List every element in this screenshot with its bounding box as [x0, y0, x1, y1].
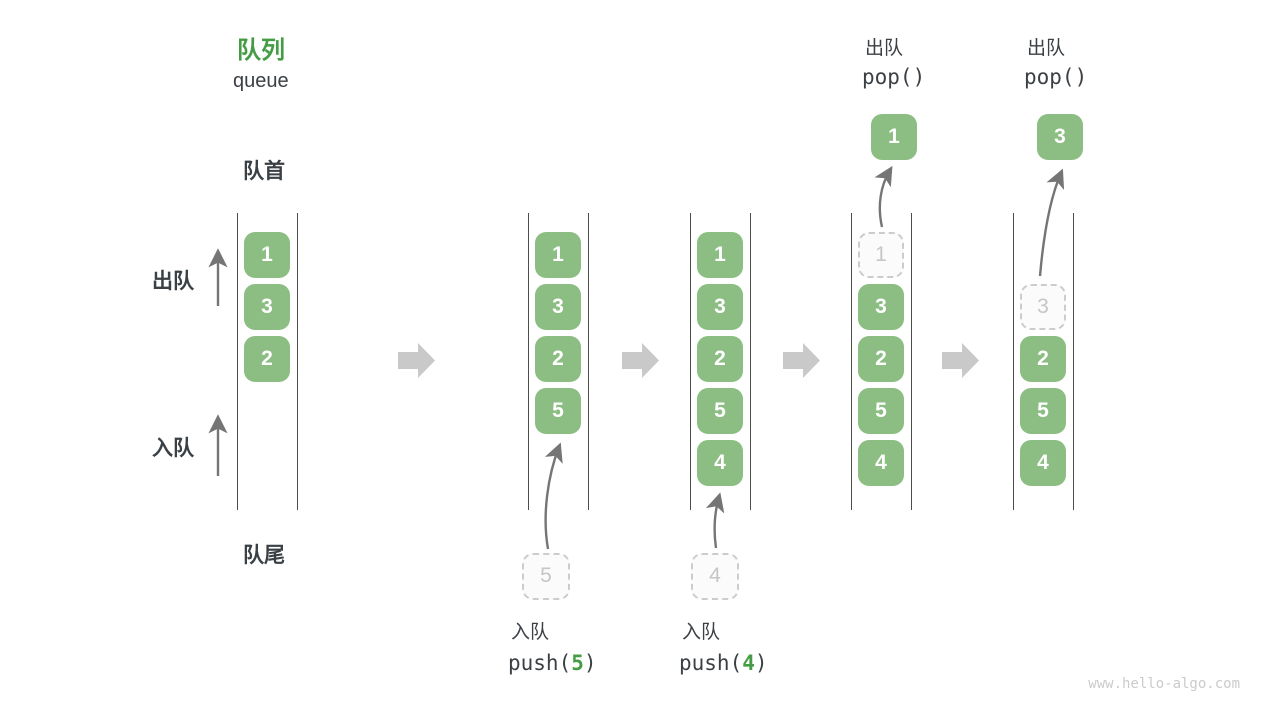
code-arg: 5	[571, 651, 584, 675]
code-text: push(	[679, 651, 743, 675]
queue-cell: 4	[858, 440, 904, 486]
push4-code: push(4)	[679, 651, 768, 675]
pop1-code: pop()	[862, 65, 926, 89]
queue-cell: 4	[697, 440, 743, 486]
queue-cell: 2	[858, 336, 904, 382]
queue-rear-label: 队尾	[243, 544, 285, 567]
step-arrow-2	[622, 343, 659, 378]
push4-label: 入队	[682, 622, 721, 643]
push5-label: 入队	[511, 622, 550, 643]
queue-state-2: 1 3 2 5	[528, 213, 589, 510]
queue-state-5: 3 2 5 4	[1013, 213, 1074, 510]
code-text: )	[754, 651, 768, 675]
pop1-arrow	[874, 165, 893, 228]
queue-cell: 3	[697, 284, 743, 330]
push5-code: push(5)	[508, 651, 597, 675]
queue-cell: 5	[697, 388, 743, 434]
queue-cell-ghost: 1	[858, 232, 904, 278]
queue-cell: 2	[697, 336, 743, 382]
queue-cell: 2	[535, 336, 581, 382]
step-arrow-3	[783, 343, 820, 378]
queue-state-1: 1 3 2	[237, 213, 298, 510]
queue-cell: 1	[535, 232, 581, 278]
diagram-title-cn: 队列	[237, 37, 285, 64]
queue-cell: 3	[244, 284, 290, 330]
enqueue-side-label: 入队	[152, 437, 194, 460]
queue-cell: 3	[535, 284, 581, 330]
queue-cell: 2	[1020, 336, 1066, 382]
queue-state-3: 1 3 2 5 4	[690, 213, 751, 510]
queue-cell: 5	[535, 388, 581, 434]
watermark: www.hello-algo.com	[1088, 676, 1240, 692]
incoming-element-5: 5	[522, 553, 570, 600]
queue-cell: 3	[858, 284, 904, 330]
queue-cell: 1	[244, 232, 290, 278]
popped-element-3: 3	[1037, 114, 1083, 160]
code-text: )	[583, 651, 597, 675]
queue-cell-ghost: 3	[1020, 284, 1066, 330]
pop3-label: 出队	[1027, 38, 1066, 59]
diagram-title-en: queue	[233, 70, 289, 92]
queue-cell: 2	[244, 336, 290, 382]
popped-element-1: 1	[871, 114, 917, 160]
queue-cell: 5	[1020, 388, 1066, 434]
queue-state-4: 1 3 2 5 4	[851, 213, 912, 510]
push4-arrow	[705, 492, 725, 549]
pop1-label: 出队	[865, 38, 904, 59]
push5-arrow	[544, 442, 563, 550]
code-arg: 4	[742, 651, 755, 675]
queue-front-label: 队首	[243, 160, 285, 183]
pop3-code: pop()	[1024, 65, 1088, 89]
dequeue-side-label: 出队	[152, 270, 194, 293]
queue-cell: 5	[858, 388, 904, 434]
incoming-element-4: 4	[691, 553, 739, 600]
queue-cell: 1	[697, 232, 743, 278]
code-text: push(	[508, 651, 572, 675]
step-arrow-4	[942, 343, 979, 378]
pop3-arrow	[1038, 168, 1065, 277]
step-arrow-1	[398, 343, 435, 378]
queue-cell: 4	[1020, 440, 1066, 486]
